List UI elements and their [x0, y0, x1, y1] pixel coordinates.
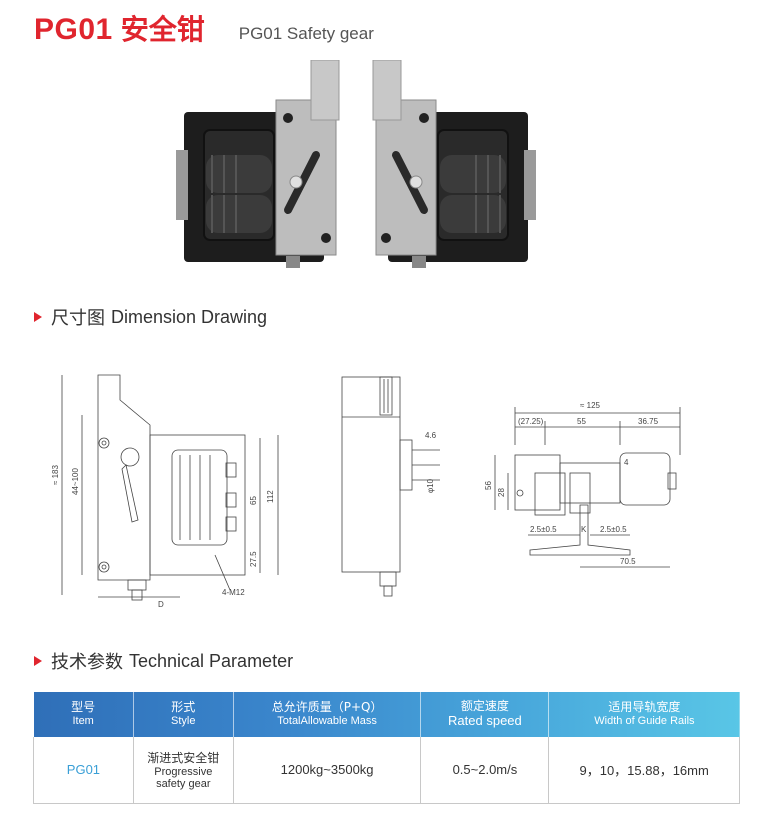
bullet-triangle-icon: [34, 656, 42, 666]
label-d: D: [158, 600, 164, 609]
page-title: PG01 安全钳 PG01 Safety gear: [34, 8, 374, 48]
label-k: K: [581, 525, 587, 534]
table-row: PG01 渐进式安全钳 Progressive safety gear 1200…: [33, 737, 740, 804]
label-w4-6: 4.6: [425, 431, 437, 440]
title-model: PG01: [34, 13, 113, 46]
label-w36-75: 36.75: [638, 417, 659, 426]
top-view-drawing: [494, 407, 681, 568]
label-w55: 55: [577, 417, 586, 426]
label-h56: 56: [484, 481, 493, 490]
title-en: PG01 Safety gear: [238, 24, 374, 43]
bullet-triangle-icon: [34, 312, 42, 322]
label-w4: 4: [624, 458, 629, 467]
label-h112: 112: [266, 490, 275, 503]
label-w125: ≈ 125: [580, 401, 601, 410]
cell-mass: 1200kg~3500kg: [233, 737, 422, 804]
label-gap1: 2.5±0.5: [530, 525, 557, 534]
cell-rails: 9，10，15.88，16mm: [548, 737, 740, 804]
dimension-heading-en: Dimension Drawing: [111, 306, 268, 327]
technical-section-heading: 技术参数 Technical Parameter: [34, 648, 293, 674]
title-cn: 安全钳: [120, 13, 205, 46]
front-view-drawing: [61, 374, 279, 601]
label-w27-25: (27.25): [518, 417, 544, 426]
cell-item: PG01: [33, 737, 134, 804]
cell-speed: 0.5~2.0m/s: [420, 737, 550, 804]
label-h44-100: 44~100: [71, 468, 80, 495]
label-h65: 65: [249, 496, 258, 505]
label-phi10: φ10: [426, 478, 435, 493]
label-h28: 28: [497, 488, 506, 497]
dimension-section-heading: 尺寸图 Dimension Drawing: [34, 304, 267, 330]
header-mass: 总允许质量（P+Q）TotalAllowable Mass: [233, 692, 422, 737]
label-gap2: 2.5±0.5: [600, 525, 627, 534]
cell-style: 渐进式安全钳 Progressive safety gear: [133, 737, 234, 804]
label-w70-5: 70.5: [620, 557, 636, 566]
dimension-drawings: ≈ 183 44~100 112 65 27.5 D 4-M12 4.6 φ10: [51, 374, 681, 609]
product-photo: [176, 60, 536, 268]
label-h27-5: 27.5: [249, 551, 258, 567]
technical-heading-en: Technical Parameter: [129, 650, 294, 671]
label-m12: 4-M12: [222, 588, 245, 597]
dimension-heading-cn: 尺寸图: [51, 308, 105, 329]
label-h183: ≈ 183: [51, 464, 60, 485]
side-view-drawing: [341, 376, 440, 597]
technical-heading-cn: 技术参数: [51, 652, 123, 673]
